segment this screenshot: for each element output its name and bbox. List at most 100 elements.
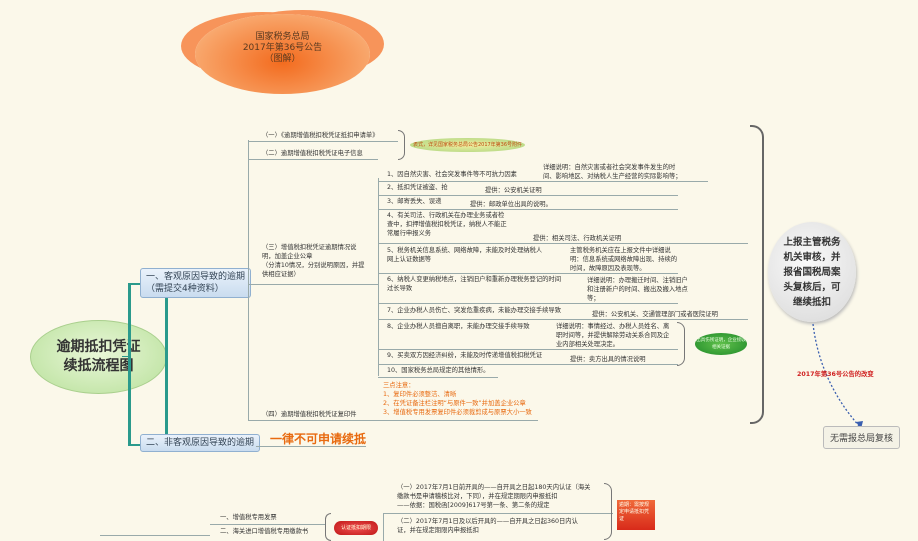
- text-line: 机关审核，并: [783, 251, 841, 263]
- text-line: 提供：邮政单位出具的说明。: [470, 201, 552, 208]
- connector: [378, 243, 748, 244]
- root-line: 逾期抵扣凭证: [56, 339, 141, 355]
- case-item[interactable]: 3、邮寄丢失、误递: [387, 197, 441, 206]
- text-line: 提供：相关司法、行政机关证明: [533, 235, 622, 242]
- connector: [383, 513, 613, 514]
- text-line: （二）2017年7月1日及以后开具的——自开具之日起360日内认: [397, 518, 578, 525]
- text-line: 提供：卖方出具的情况说明: [570, 356, 646, 363]
- text-line: 和注册新户的时间、搬出及搬入地点: [587, 286, 688, 293]
- text-line: 详细说明：自然灾害或者社会突发事件发生的时: [543, 164, 676, 171]
- case-note: 提供：相关司法、行政机关证明: [533, 234, 621, 243]
- case-item[interactable]: 4、有关司法、行政机关在办理业务或者检查中，扣押增值税扣税凭证，纳税人不能正常履…: [387, 211, 507, 238]
- note-item: 3、增值税专用发票复印件必须裁剪成与原票大小一致: [383, 409, 532, 416]
- text-line: 10、国家税务总局规定的其他情形。: [387, 367, 490, 374]
- connector: [378, 364, 678, 365]
- connector: [248, 159, 378, 160]
- branch-label: 二、非客观原因导致的逾期: [146, 438, 255, 448]
- text-line: 缴款书是申请稽核比对，下同），并在规定期限内申报抵扣: [397, 493, 558, 500]
- text-line: （分清10情况，分别说明原因，并提: [262, 262, 365, 269]
- text-line: 5、税务机关信息系统、网络故障，未能及时处理纳税人: [387, 247, 543, 254]
- case-note: 详细说明：办理搬迁时间、注销旧户和注册新户的时间、搬出及搬入地点等；: [587, 276, 688, 303]
- connector: [378, 181, 708, 182]
- branch-connector: [165, 283, 168, 444]
- text-line: 8、企业办税人员擅自离职，未能办理交接手续导致: [387, 323, 530, 330]
- connector: [383, 513, 384, 541]
- connector: [248, 141, 398, 142]
- branch-label: （需提交4种资料）: [146, 284, 224, 294]
- case-item[interactable]: 6、纳税人变更纳税地点，注销旧户和重新办理税务登记的时间过长导致: [387, 275, 561, 293]
- case-item[interactable]: 8、企业办税人员擅自离职，未能办理交接手续导致: [387, 322, 530, 331]
- case-note: 详细说明：自然灾害或者社会突发事件发生的时间、影响地区、对纳税人生产经营的实际影…: [543, 163, 682, 181]
- text-line: 过长导致: [387, 285, 413, 292]
- overdue-box: 逾期：需按规定申请抵扣凭证: [617, 500, 655, 530]
- text-line: 上报主管税务: [783, 236, 841, 248]
- brace: [325, 513, 331, 541]
- rule-1: （一）2017年7月1日前开具的——自开具之日起180天内认证（海关缴款书是申请…: [397, 483, 590, 510]
- text-line: 明，加盖企业公章: [262, 253, 313, 260]
- root-node[interactable]: 逾期抵扣凭证 续抵流程图: [30, 320, 167, 394]
- sub-item-2[interactable]: （二）逾期增值税扣税凭证电子信息: [262, 150, 363, 157]
- text-line: （一）2017年7月1日前开具的——自开具之日起180天内认证（海关: [397, 484, 591, 491]
- text-line: 等；: [587, 295, 600, 302]
- text-line: 继续抵扣: [792, 296, 831, 308]
- text-line: 4、有关司法、行政机关在办理业务或者检: [387, 212, 505, 219]
- text-line: 网上认证数据等: [387, 256, 432, 263]
- text-line: 3、邮寄丢失、误递: [387, 198, 442, 205]
- case-note: 详细说明：事情经过、办税人员姓名、离职时间等，并提供解除劳动关系合同及企业内部相…: [556, 322, 669, 349]
- text-line: 常履行申报义务: [387, 230, 432, 237]
- connector: [248, 140, 249, 421]
- case-note: 提供：卖方出具的情况说明: [570, 355, 646, 364]
- big-brace: [750, 125, 764, 424]
- case-item[interactable]: 7、企业办税人员伤亡、突发危重疾病，未能办理交接手续导致: [387, 306, 561, 315]
- case-item[interactable]: 10、国家税务总局规定的其他情形。: [387, 366, 489, 375]
- case-item[interactable]: 2、抵扣凭证被盗、抢: [387, 183, 448, 192]
- case-item[interactable]: 9、买卖双方因经济纠纷，未能及时传递增值税扣税凭证: [387, 351, 542, 360]
- connector: [128, 444, 140, 446]
- connector: [210, 524, 325, 525]
- text-line: 详细说明：事情经过、办税人员姓名、离: [556, 323, 670, 330]
- connector: [248, 420, 538, 421]
- case-item[interactable]: 1、因自然灾害、社会突发事件等不可抗力因素: [387, 170, 517, 179]
- branch-non-objective[interactable]: 二、非客观原因导致的逾期: [140, 434, 261, 452]
- case-item[interactable]: 5、税务机关信息系统、网络故障，未能及时处理纳税人网上认证数据等: [387, 246, 542, 264]
- rule-2: （二）2017年7月1日及以后开具的——自开具之日起360日内认证，并在规定期限…: [397, 517, 578, 535]
- text-line: ——依据：国税函[2009]617号第一条、第二条的规定: [397, 502, 550, 509]
- text-line: 1、因自然灾害、社会突发事件等不可抗力因素: [387, 171, 517, 178]
- case-note: 提供：公安机关证明: [485, 186, 542, 195]
- title-cloud: 国家税务总局 2017年第36号公告 （图解）: [195, 14, 370, 94]
- format-pill: 表式，详见国家税务总局公告2017年第36号附件: [410, 138, 525, 152]
- text-line: 2、抵扣凭证被盗、抢: [387, 184, 448, 191]
- branch-objective[interactable]: 一、客观原因导致的逾期 （需提交4种资料）: [140, 268, 252, 298]
- review-circle[interactable]: 上报主管税务机关审核，并报省国税局案头复核后，可继续抵扣: [768, 222, 856, 322]
- connector: [378, 319, 748, 320]
- text-line: （三）增值税扣税凭证逾期情况说: [262, 244, 357, 251]
- cloud-line: 国家税务总局: [255, 32, 310, 42]
- branch-label: 一、客观原因导致的逾期: [146, 272, 246, 282]
- bottom-item[interactable]: 一、增值税专用发票: [220, 514, 277, 521]
- brace: [398, 130, 405, 160]
- case-note: 提供：邮政单位出具的说明。: [470, 200, 552, 209]
- connector: [378, 178, 379, 376]
- no-review-box[interactable]: 无需报总局复核: [823, 426, 901, 449]
- text-line: 提供：公安机关证明: [485, 187, 542, 194]
- note-item: 1、复印件必须整洁、清晰: [383, 391, 457, 398]
- text-line: 业内部相关处理决定。: [556, 341, 619, 348]
- connector: [122, 356, 130, 357]
- bottom-item[interactable]: 二、海关进口增值税专用缴款书: [220, 528, 309, 535]
- sub-item-3[interactable]: （三）增值税扣税凭证逾期情况说明，加盖企业公章 （分清10情况，分别说明原因，并提…: [262, 243, 364, 279]
- connector: [128, 283, 140, 285]
- root-line: 续抵流程图: [63, 358, 134, 374]
- text-line: 6、纳税人变更纳税地点，注销旧户和重新办理税务登记的时间: [387, 276, 562, 283]
- connector: [378, 303, 678, 304]
- text-line: 证，并在规定期限内申报抵扣: [397, 527, 479, 534]
- deadline-pill: 认证抵扣期限: [334, 521, 378, 535]
- sub-item-4[interactable]: （四）逾期增值税扣税凭证复印件: [262, 411, 357, 418]
- text-line: 报省国税局案: [783, 266, 841, 278]
- sub-item-1[interactable]: （一）《逾期增值税扣税凭证抵扣申请单》: [262, 132, 379, 139]
- text-line: 职时间等，并提供解除劳动关系合同及企: [556, 332, 670, 339]
- text-line: 间、影响地区、对纳税人生产经营的实际影响等；: [543, 173, 682, 180]
- connector: [248, 284, 378, 285]
- text-line: 明：信息系统或网络故障出现、持续的: [570, 256, 678, 263]
- text-line: 提供：公安机关、交通管理部门或者医院证明: [592, 311, 718, 318]
- case-note: 提供：公安机关、交通管理部门或者医院证明: [592, 310, 718, 319]
